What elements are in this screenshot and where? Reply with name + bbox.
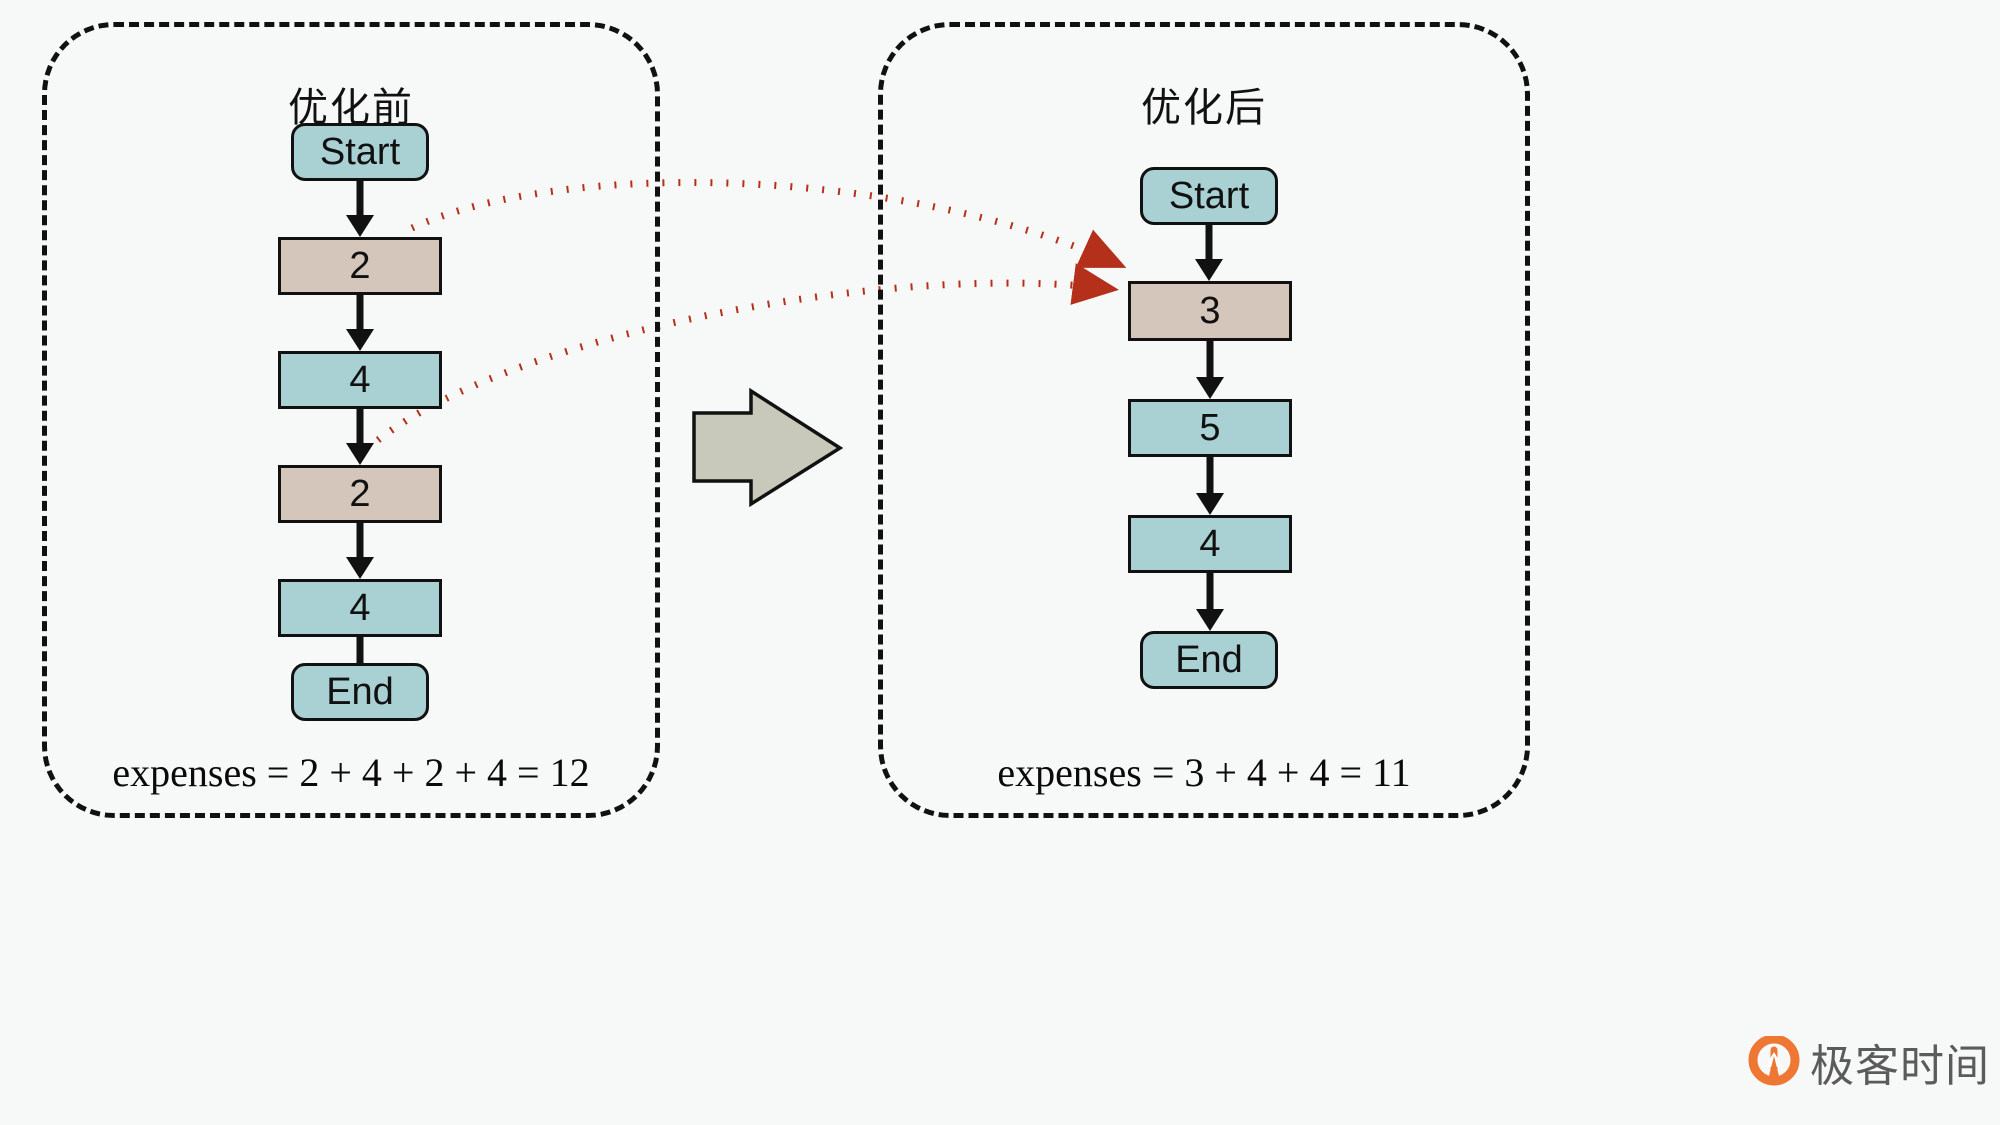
after-node-5[interactable]: 5 bbox=[1128, 399, 1292, 457]
before-connector-1 bbox=[291, 181, 429, 237]
watermark-text: 极客时间 bbox=[1810, 1041, 1990, 1092]
before-connector-2 bbox=[278, 295, 442, 351]
after-expenses-formula: expenses = 3 + 4 + 4 = 11 bbox=[997, 750, 1411, 795]
watermark: 极客时间 bbox=[1748, 1030, 1990, 1094]
before-node-4a-label: 4 bbox=[349, 358, 371, 401]
before-connector-4 bbox=[278, 523, 442, 579]
before-node-4b-label: 4 bbox=[349, 586, 371, 629]
after-connector-3 bbox=[1128, 457, 1292, 515]
before-node-2a[interactable]: 2 bbox=[278, 237, 442, 295]
before-node-2b-label: 2 bbox=[349, 472, 371, 515]
after-connector-4 bbox=[1128, 573, 1292, 631]
before-node-end-label: End bbox=[326, 670, 394, 713]
before-node-start-label: Start bbox=[319, 130, 401, 173]
before-node-4a[interactable]: 4 bbox=[278, 351, 442, 409]
panel-before-optimization: 优化前 Start 2 4 2 4 bbox=[42, 22, 660, 818]
panel-after-title: 优化后 bbox=[1141, 85, 1267, 131]
after-node-start[interactable]: Start bbox=[1140, 167, 1278, 225]
after-node-4[interactable]: 4 bbox=[1128, 515, 1292, 573]
before-node-start[interactable]: Start bbox=[291, 123, 429, 181]
before-node-2b[interactable]: 2 bbox=[278, 465, 442, 523]
after-node-4-label: 4 bbox=[1199, 522, 1221, 565]
after-node-3[interactable]: 3 bbox=[1128, 281, 1292, 341]
after-connector-1 bbox=[1140, 225, 1278, 281]
before-node-end[interactable]: End bbox=[291, 663, 429, 721]
after-node-end-label: End bbox=[1175, 638, 1243, 681]
before-connector-3 bbox=[278, 409, 442, 465]
after-node-3-label: 3 bbox=[1199, 289, 1221, 332]
geektime-logo-icon bbox=[1748, 1036, 1800, 1086]
after-node-start-label: Start bbox=[1168, 174, 1250, 217]
before-expenses-formula: expenses = 2 + 4 + 2 + 4 = 12 bbox=[112, 750, 590, 795]
after-connector-2 bbox=[1128, 341, 1292, 399]
before-node-4b[interactable]: 4 bbox=[278, 579, 442, 637]
after-node-end[interactable]: End bbox=[1140, 631, 1278, 689]
panel-after-optimization: 优化后 Start 3 5 4 End bbox=[878, 22, 1530, 818]
after-node-5-label: 5 bbox=[1199, 406, 1221, 449]
transform-arrow-icon bbox=[692, 387, 844, 508]
before-node-2a-label: 2 bbox=[349, 244, 371, 287]
